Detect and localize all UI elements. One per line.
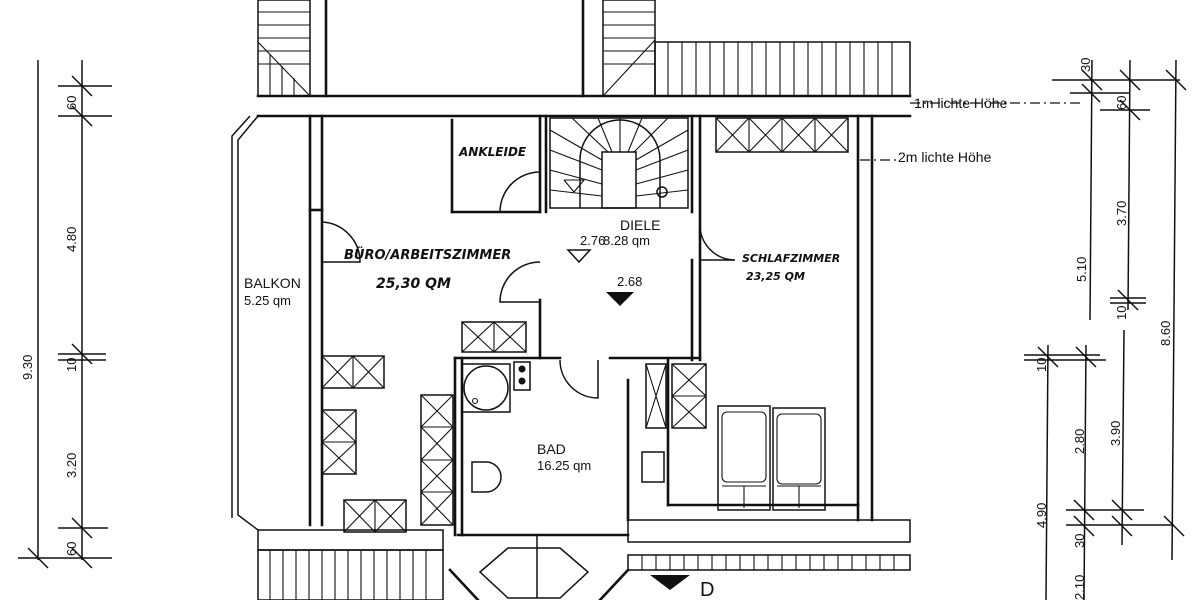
dim-left-2: 4.80: [64, 227, 79, 252]
room-label-balkon: BALKON: [244, 275, 301, 291]
dimension-lines-left: [18, 60, 112, 569]
level-filled-triangle-icon: [606, 292, 634, 306]
dim-right-1-1: 30: [1078, 58, 1093, 72]
interior-walls: [308, 114, 860, 537]
dim-left-overall: 9.30: [20, 355, 35, 380]
roof-hatching-left: [257, 0, 311, 97]
toilet-icon: [471, 461, 502, 493]
roof-hatching-bottom: [257, 519, 911, 600]
doors: [321, 171, 736, 399]
bathroom-fixtures: [461, 361, 665, 493]
level-floor: 2.68: [617, 274, 642, 289]
dim-left-5: 60: [64, 542, 79, 556]
staircase: [549, 117, 689, 209]
dim-right-2-2: 3.70: [1114, 201, 1129, 226]
level-diele: 2.76: [580, 233, 605, 248]
room-area-diele: 8.28 qm: [603, 233, 650, 248]
section-arrow-icon: [650, 575, 690, 590]
roof-windows: [321, 117, 849, 533]
dim-right-3-1: 3.90: [1108, 421, 1123, 446]
dim-right-1-5: 30: [1072, 534, 1087, 548]
room-label-schlafzimmer: SCHLAFZIMMER: [742, 252, 840, 265]
dim-left-1: 60: [64, 96, 79, 110]
dimension-lines-right: [1024, 59, 1187, 600]
room-area-balkon: 5.25 qm: [244, 293, 291, 308]
dim-left-4: 3.20: [64, 453, 79, 478]
dim-right-1-4: 4.90: [1034, 503, 1049, 528]
dim-right-1-2: 5.10: [1074, 257, 1089, 282]
dim-right-2-4: 2.80: [1072, 429, 1087, 454]
room-area-bad: 16.25 qm: [537, 458, 591, 473]
dim-left-3: 10: [64, 358, 79, 372]
dim-right-2-3: 10: [1114, 306, 1129, 320]
height-note-2m: 2m lichte Höhe: [898, 149, 992, 165]
room-label-bad: BAD: [537, 441, 566, 457]
dim-right-2-1: 60: [1114, 96, 1129, 110]
bay-window: [448, 533, 690, 600]
section-marker: D: [700, 579, 714, 600]
room-label-ankleide: ANKLEIDE: [458, 145, 527, 159]
dim-right-1-3: 10: [1034, 358, 1049, 372]
room-area-schlafzimmer: 23,25 QM: [746, 270, 805, 283]
height-note-1m: 1m lichte Höhe: [914, 95, 1008, 111]
level-open-triangle-icon: [566, 249, 592, 264]
dim-right-1-6: 2.10: [1072, 575, 1087, 600]
top-wall: [256, 94, 1080, 161]
room-label-diele: DIELE: [620, 217, 660, 233]
exterior-walls: [231, 114, 874, 531]
room-area-buero: 25,30 QM: [376, 276, 451, 292]
beds: [717, 405, 826, 511]
room-label-buero: BÜRO/ARBEITSZIMMER: [344, 247, 511, 263]
roof-hatching-right: [602, 0, 911, 97]
dim-right-4-1: 8.60: [1158, 321, 1173, 346]
